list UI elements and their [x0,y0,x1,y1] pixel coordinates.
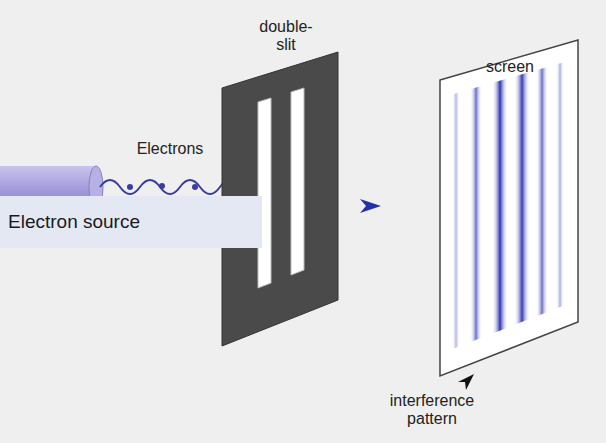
slit-label: double-slit [256,18,316,54]
screen-label: screen [486,58,534,76]
pointer-arrow [458,374,474,390]
source-label: Electron source [8,211,140,233]
fringe-stripe [492,78,508,333]
fringe-stripe [514,72,530,325]
electrons-label: Electrons [137,140,204,158]
fringe-stripe [556,62,564,309]
source-box: Electron source [0,196,262,248]
fringe-stripe [452,92,460,349]
pattern-label: interference pattern [387,392,477,428]
fringe-stripe [536,67,548,317]
direction-arrow [360,199,381,213]
fringe-stripe [470,86,482,342]
screen-panel [440,40,578,376]
